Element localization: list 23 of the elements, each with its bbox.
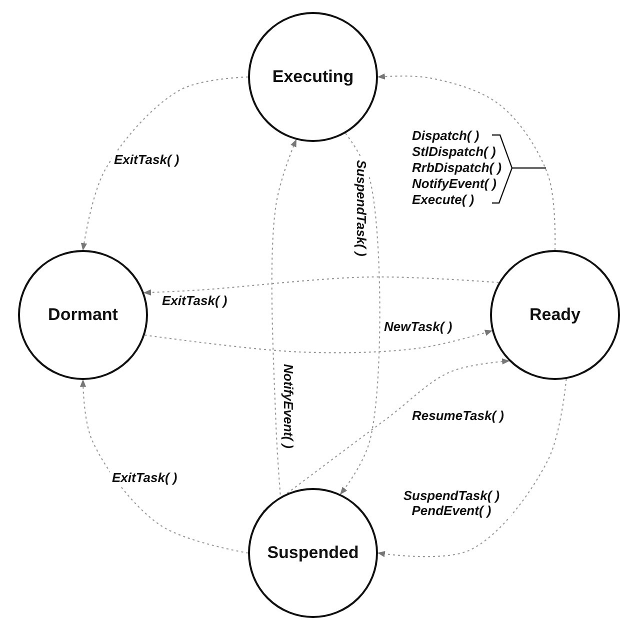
transition-arrow [144, 330, 493, 354]
edge-label: NotifyEvent( ) [281, 362, 296, 450]
function-label: Execute( ) [412, 192, 474, 207]
transition-arrow [340, 132, 380, 495]
function-label: NotifyEvent( ) [412, 176, 496, 191]
state-name: Suspended [267, 543, 359, 563]
transition-arrow [80, 76, 248, 251]
edge-label: NewTask( ) [382, 319, 454, 334]
function-label: RrbDispatch( ) [412, 160, 502, 175]
edge-label: ResumeTask( ) [410, 408, 506, 423]
transition-arrow [143, 276, 499, 296]
transition-arrow [377, 378, 567, 558]
edge-label: ExitTask( ) [160, 293, 230, 308]
state-name: Executing [272, 67, 354, 87]
transition-arrow [377, 73, 556, 250]
state-name: Ready [529, 305, 581, 325]
function-label: StlDispatch( ) [412, 144, 496, 159]
edge-label: SuspendTask( ) [354, 158, 369, 258]
state-name: Dormant [48, 305, 118, 325]
function-label: Dispatch( ) [412, 128, 480, 143]
transition-arrow [80, 379, 248, 554]
edge-label: ExitTask( ) [112, 152, 182, 167]
edge-label: ExitTask( ) [110, 470, 180, 485]
